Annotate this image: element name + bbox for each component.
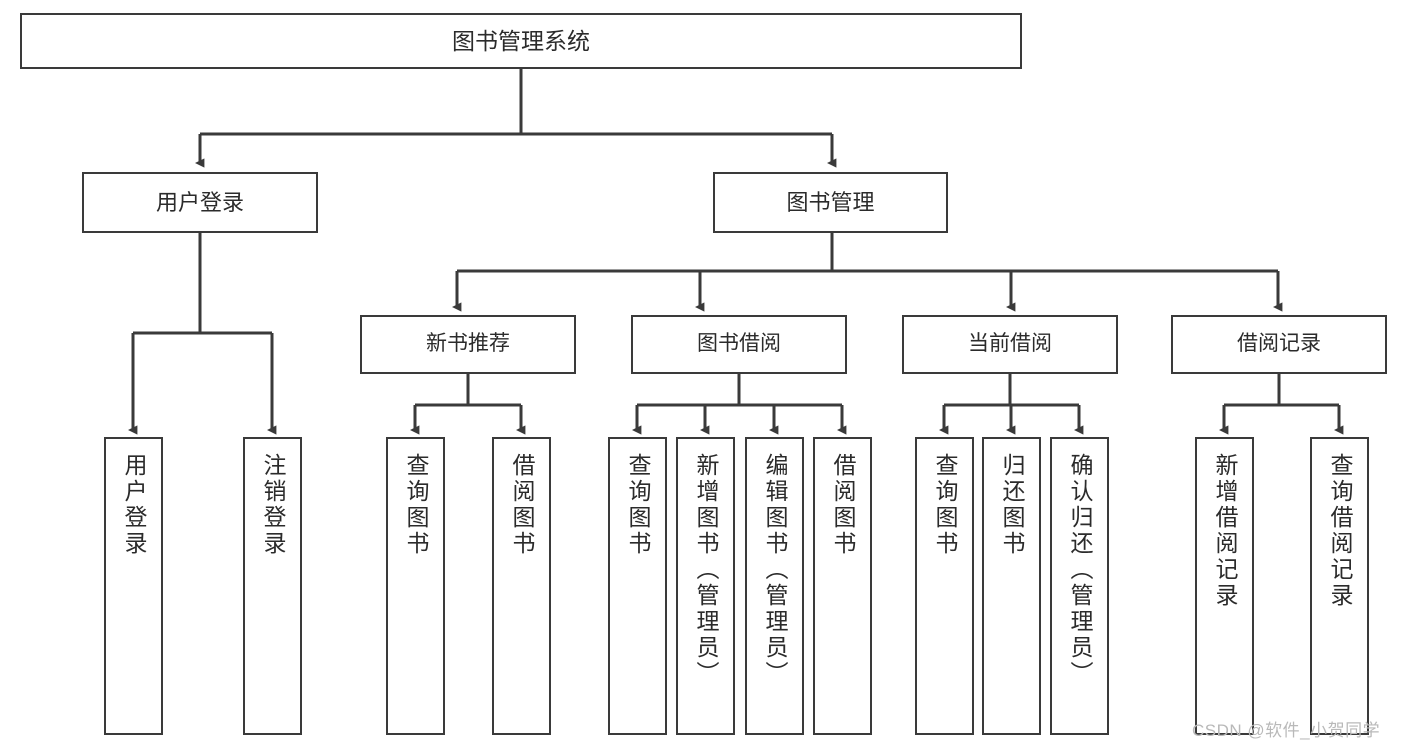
node-book-management-label: 图书管理 bbox=[786, 189, 875, 215]
node-user-login[interactable]: 用户登录 bbox=[82, 172, 318, 233]
node-borrow-record[interactable]: 借阅记录 bbox=[1171, 315, 1387, 374]
leaf-borrow-edit-book-label: 编辑图书（管理员） bbox=[762, 453, 788, 687]
leaf-current-confirm-return[interactable]: 确认归还（管理员） bbox=[1050, 437, 1109, 735]
node-borrow-record-label: 借阅记录 bbox=[1237, 332, 1321, 356]
leaf-recommend-borrow-book[interactable]: 借阅图书 bbox=[492, 437, 551, 735]
node-book-borrow[interactable]: 图书借阅 bbox=[631, 315, 847, 374]
leaf-record-query-label: 查询借阅记录 bbox=[1327, 453, 1353, 609]
node-current-borrow-label: 当前借阅 bbox=[968, 332, 1052, 356]
node-user-login-label: 用户登录 bbox=[155, 189, 244, 215]
leaf-current-confirm-return-label: 确认归还（管理员） bbox=[1067, 453, 1093, 687]
leaf-borrow-add-book-label: 新增图书（管理员） bbox=[693, 453, 719, 687]
leaf-borrow-query-book-label: 查询图书 bbox=[625, 453, 651, 557]
leaf-record-query[interactable]: 查询借阅记录 bbox=[1310, 437, 1369, 735]
leaf-borrow-query-book[interactable]: 查询图书 bbox=[608, 437, 667, 735]
leaf-user-login-label: 用户登录 bbox=[121, 453, 147, 557]
node-root-system-label: 图书管理系统 bbox=[452, 27, 590, 54]
leaf-record-add-label: 新增借阅记录 bbox=[1212, 453, 1238, 609]
csdn-watermark: CSDN @软件_小贺同学 bbox=[1192, 721, 1381, 740]
node-new-book-recommend-label: 新书推荐 bbox=[426, 332, 510, 356]
leaf-current-return-book[interactable]: 归还图书 bbox=[982, 437, 1041, 735]
node-new-book-recommend[interactable]: 新书推荐 bbox=[360, 315, 576, 374]
leaf-logout-label: 注销登录 bbox=[260, 453, 286, 557]
leaf-logout[interactable]: 注销登录 bbox=[243, 437, 302, 735]
leaf-current-query-book[interactable]: 查询图书 bbox=[915, 437, 974, 735]
leaf-borrow-add-book[interactable]: 新增图书（管理员） bbox=[676, 437, 735, 735]
leaf-recommend-borrow-book-label: 借阅图书 bbox=[509, 453, 535, 557]
leaf-borrow-edit-book[interactable]: 编辑图书（管理员） bbox=[745, 437, 804, 735]
leaf-recommend-query-book-label: 查询图书 bbox=[403, 453, 429, 557]
leaf-record-add[interactable]: 新增借阅记录 bbox=[1195, 437, 1254, 735]
leaf-user-login[interactable]: 用户登录 bbox=[104, 437, 163, 735]
leaf-current-query-book-label: 查询图书 bbox=[932, 453, 958, 557]
node-book-borrow-label: 图书借阅 bbox=[697, 332, 781, 356]
node-root-system[interactable]: 图书管理系统 bbox=[20, 13, 1022, 69]
node-book-management[interactable]: 图书管理 bbox=[713, 172, 948, 233]
leaf-borrow-borrow-book-label: 借阅图书 bbox=[830, 453, 856, 557]
leaf-current-return-book-label: 归还图书 bbox=[999, 453, 1025, 557]
leaf-borrow-borrow-book[interactable]: 借阅图书 bbox=[813, 437, 872, 735]
leaf-recommend-query-book[interactable]: 查询图书 bbox=[386, 437, 445, 735]
node-current-borrow[interactable]: 当前借阅 bbox=[902, 315, 1118, 374]
